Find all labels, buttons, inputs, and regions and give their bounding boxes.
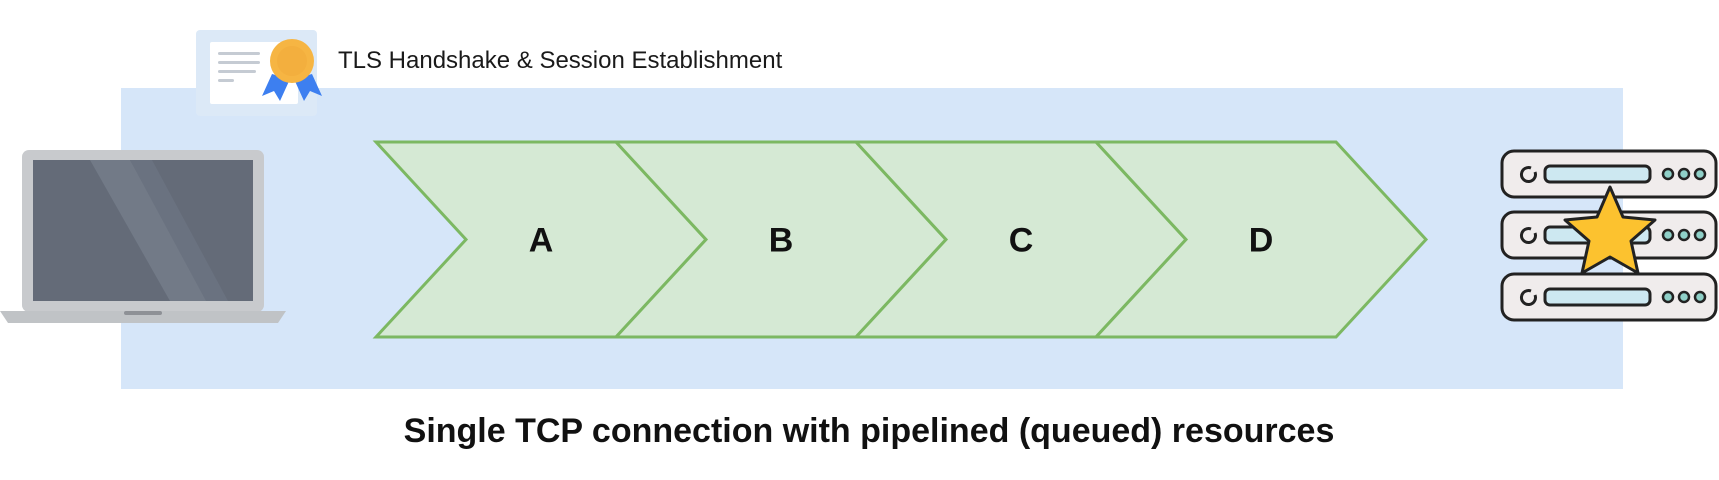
server-unit: [1500, 272, 1718, 322]
resource-label: C: [1009, 222, 1034, 260]
star-icon: [1563, 185, 1657, 275]
laptop-icon: [0, 150, 286, 323]
resource-label: D: [1249, 222, 1274, 260]
resource-label: B: [769, 222, 794, 260]
server-rack-icon: [1500, 149, 1718, 322]
diagram-caption: Single TCP connection with pipelined (qu…: [404, 412, 1335, 450]
server-unit: [1500, 149, 1718, 199]
certificate-icon: [196, 30, 322, 116]
pipeline-chevrons: A B C D: [372, 140, 1429, 339]
tls-label: TLS Handshake & Session Establishment: [338, 47, 783, 74]
resource-label: A: [529, 222, 554, 260]
resource-chevron: [1092, 140, 1429, 339]
